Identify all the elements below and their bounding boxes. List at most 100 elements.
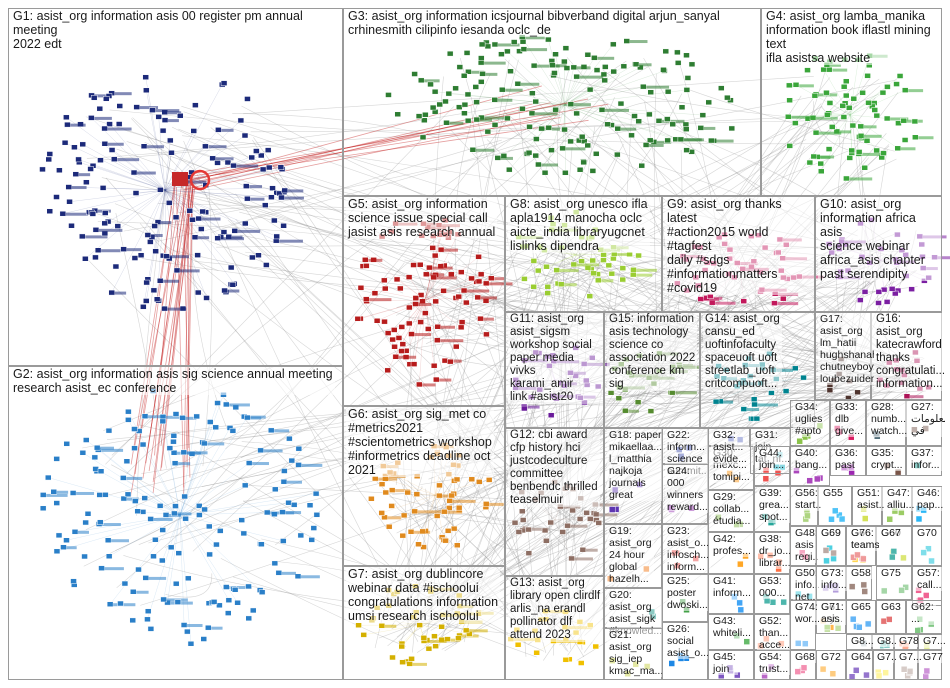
group-box-g6: G6: asist_org sig_met co #metrics2021 #s… — [343, 406, 505, 566]
node-label — [229, 586, 252, 590]
group-box-g8c: G8... — [846, 634, 875, 650]
node — [170, 438, 177, 445]
node — [63, 441, 70, 447]
node — [593, 67, 601, 73]
node — [884, 84, 891, 90]
node — [826, 100, 834, 106]
node-label — [574, 557, 593, 561]
node — [530, 258, 538, 264]
node — [244, 96, 251, 102]
node-label — [101, 249, 121, 253]
group-label: G47: alliu... — [885, 487, 915, 511]
node-label — [526, 48, 548, 52]
node — [880, 587, 888, 595]
group-label: G58 — [849, 567, 873, 579]
node — [849, 122, 857, 129]
group-box-g45: G45: join — [708, 650, 754, 680]
node-label — [208, 145, 227, 149]
node-label — [849, 177, 873, 181]
node — [800, 374, 807, 381]
node-label — [565, 147, 586, 151]
node — [241, 482, 249, 489]
node — [829, 670, 837, 678]
node — [457, 324, 465, 331]
node — [385, 523, 393, 530]
node — [589, 168, 597, 174]
group-label: G25: poster dwoski... — [665, 575, 710, 611]
node — [478, 55, 485, 61]
group-label: G2: asist_org information asis sig scien… — [11, 367, 335, 395]
node — [405, 274, 413, 280]
node-label — [449, 121, 464, 125]
node — [96, 105, 104, 112]
edge — [62, 189, 166, 214]
edge — [143, 189, 166, 307]
node — [796, 437, 803, 445]
group-box-g78: G78 — [894, 634, 921, 650]
node — [242, 220, 249, 227]
group-label: G56: start... — [793, 487, 821, 511]
group-label: G50: info... net... — [793, 567, 819, 603]
group-label: G76: teams — [849, 527, 879, 551]
edge — [179, 417, 248, 516]
node — [395, 335, 403, 341]
node-label — [166, 415, 185, 419]
node-label — [417, 510, 442, 514]
node — [541, 527, 549, 534]
node-label — [78, 530, 89, 534]
group-label: G78 — [897, 635, 921, 647]
node-label — [864, 134, 882, 138]
node — [354, 316, 362, 322]
node-label — [528, 527, 550, 531]
node — [543, 263, 550, 270]
node — [864, 620, 872, 628]
group-label: G63 — [879, 601, 903, 613]
node — [683, 87, 691, 93]
node — [172, 214, 180, 221]
node-label — [215, 157, 234, 161]
node — [447, 358, 454, 365]
node — [45, 474, 52, 481]
node — [105, 553, 113, 559]
node-label — [236, 164, 259, 168]
group-box-g72: G72 — [816, 650, 846, 680]
node — [84, 511, 92, 517]
edge — [849, 114, 888, 119]
group-label: G23: asist_o... infosch... inform... — [665, 525, 711, 573]
edge — [529, 104, 566, 128]
node — [53, 548, 61, 555]
node-label — [104, 567, 124, 571]
node — [920, 549, 927, 556]
node — [750, 396, 758, 402]
node — [849, 615, 857, 623]
group-box-g7c: G7... — [872, 650, 897, 680]
node — [132, 190, 140, 196]
node-label — [85, 235, 108, 239]
node-label — [839, 130, 852, 134]
group-box-g5: G5: asist_org information science issue … — [343, 196, 505, 406]
node — [147, 626, 155, 632]
group-box-g26: G26: social asist_o... — [662, 622, 711, 680]
group-box-g62: G62: ... — [906, 600, 942, 634]
node — [143, 87, 150, 94]
node — [150, 553, 157, 560]
node — [97, 519, 104, 525]
edge — [167, 514, 181, 603]
node — [822, 547, 830, 554]
node-label — [703, 126, 716, 130]
node — [384, 330, 392, 336]
node — [780, 598, 787, 606]
node — [225, 597, 233, 603]
group-label: G38: dr_jo... librar... — [757, 533, 793, 569]
node — [545, 36, 552, 43]
node — [529, 90, 536, 96]
node-label — [674, 391, 697, 395]
group-label: G62: ... — [909, 601, 936, 625]
node — [417, 319, 424, 325]
edge — [381, 494, 436, 514]
node — [635, 252, 642, 259]
node — [600, 71, 608, 78]
node — [82, 256, 89, 262]
group-label: G5: asist_org information science issue … — [346, 197, 498, 239]
edge-highlight — [130, 172, 185, 498]
